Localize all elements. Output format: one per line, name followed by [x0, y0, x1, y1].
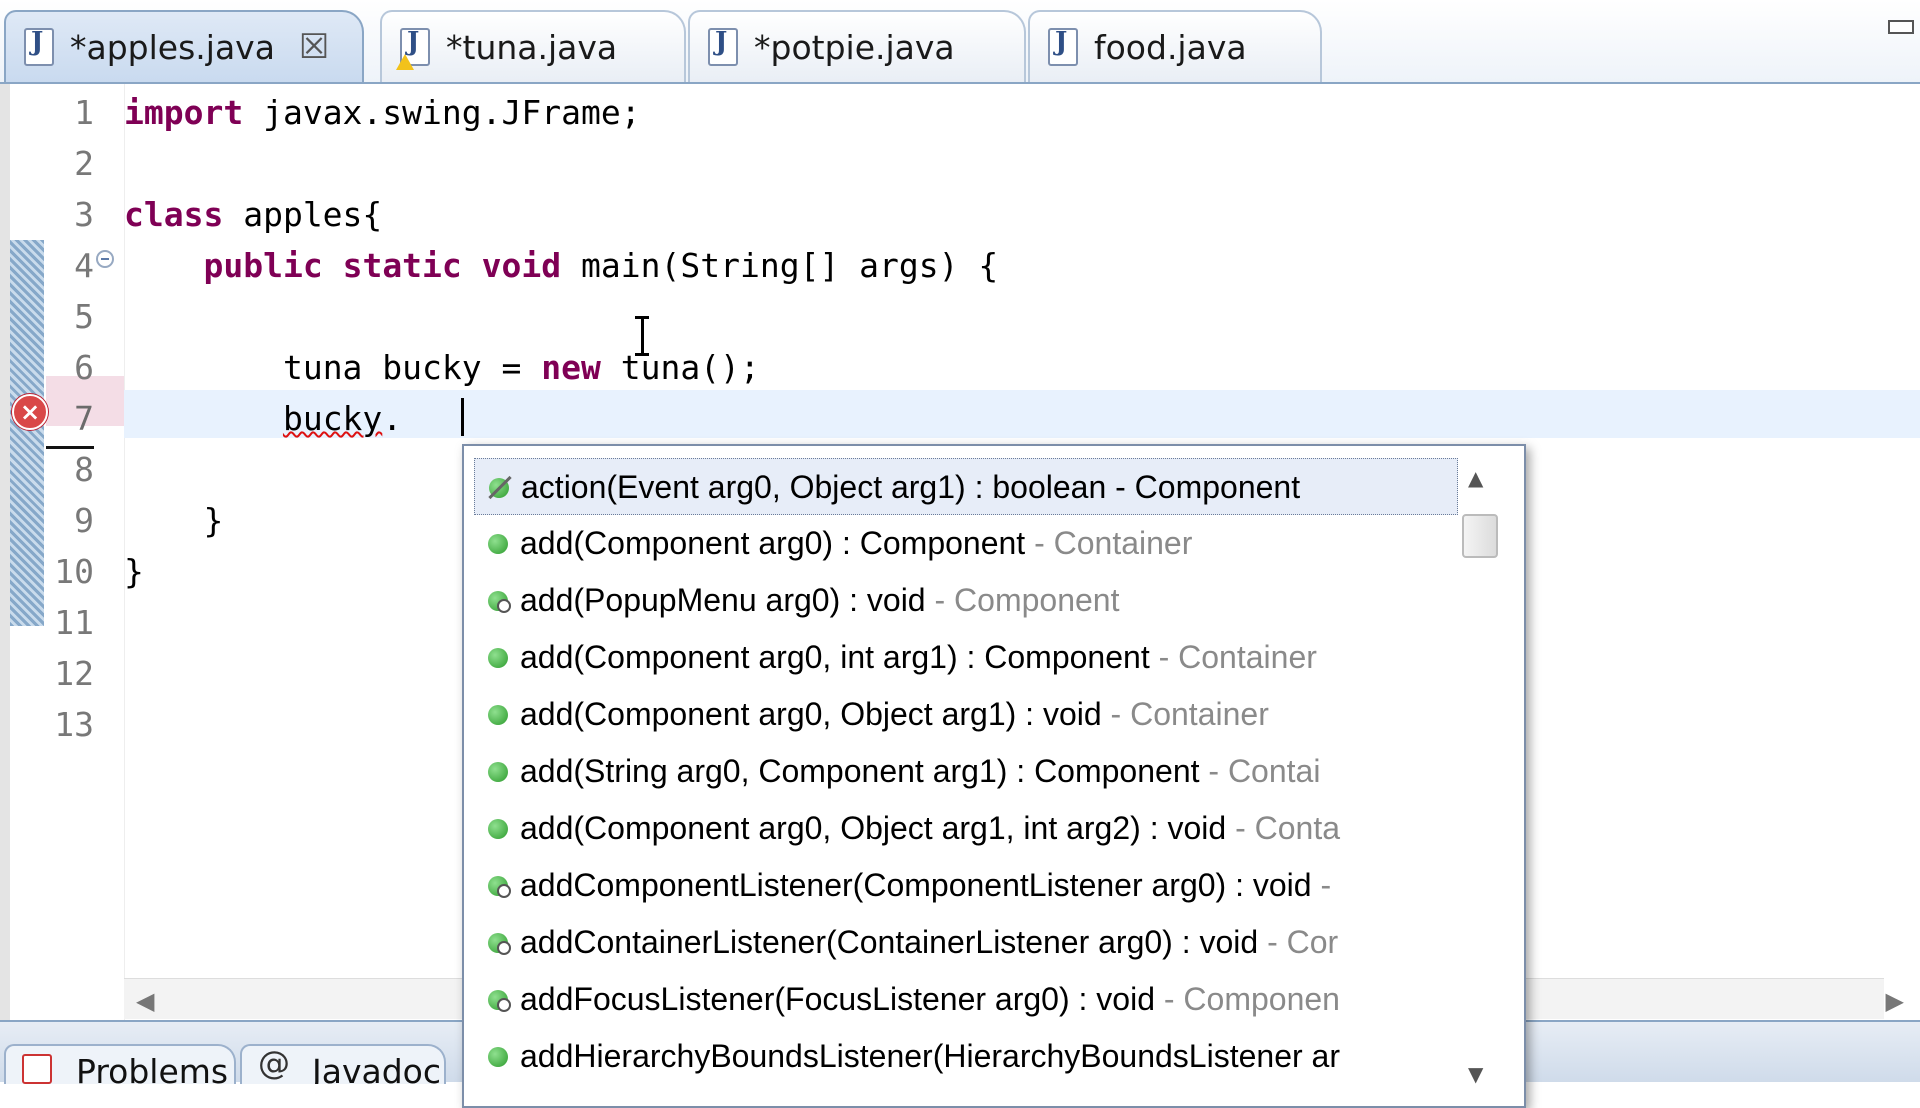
editor-tab-bar: *apples.java ☒ *tuna.java *potpie.java f…: [0, 0, 1920, 84]
proposal-item[interactable]: add(Component arg0, Object arg1) : void …: [474, 686, 1458, 743]
scroll-down-icon[interactable]: ▼: [1468, 1062, 1484, 1086]
java-file-icon: [24, 27, 54, 66]
proposal-item[interactable]: add(String arg0, Component arg1) : Compo…: [474, 743, 1458, 800]
text-caret: [461, 398, 464, 436]
warning-icon: [396, 54, 414, 70]
public-method-sync-icon: [488, 591, 511, 613]
code-line-3: class apples{: [124, 195, 383, 234]
public-method-sync-icon: [488, 876, 511, 898]
error-squiggle: bucky: [282, 399, 383, 438]
content-assist-popup[interactable]: action(Event arg0, Object arg1) : boolea…: [462, 444, 1526, 1108]
code-line-10: }: [124, 552, 144, 591]
proposal-item-selected[interactable]: action(Event arg0, Object arg1) : boolea…: [474, 458, 1458, 515]
tab-label: *tuna.java: [446, 27, 618, 67]
current-line-highlight: [124, 390, 1920, 438]
line-number: 6: [74, 348, 94, 387]
tab-label: Javadoc: [312, 1052, 441, 1084]
public-method-icon: [488, 1047, 508, 1067]
proposal-item[interactable]: add(PopupMenu arg0) : void - Component: [474, 572, 1458, 629]
quick-diff-change-bar: [10, 240, 44, 626]
public-method-icon: [488, 819, 508, 839]
public-method-sync-icon: [488, 990, 511, 1012]
public-method-deprecated-icon: [489, 478, 509, 498]
proposal-item[interactable]: addContainerListener(ContainerListener a…: [474, 914, 1458, 971]
line-number-gutter: 1 2 3 4: [46, 84, 125, 1020]
code-line-7: bucky.: [282, 399, 403, 438]
error-icon[interactable]: ×: [12, 394, 48, 430]
code-line-6: tuna bucky = new tuna();: [282, 348, 760, 387]
public-method-icon: [488, 648, 508, 668]
line-number: 13: [54, 705, 94, 744]
tab-label: *apples.java: [70, 27, 275, 67]
proposal-item[interactable]: addComponentListener(ComponentListener a…: [474, 857, 1458, 914]
ibeam-cursor-icon: [635, 316, 649, 356]
fold-collapse-icon[interactable]: [96, 250, 114, 268]
line-number: 9: [74, 501, 94, 540]
tab-problems[interactable]: Problems: [4, 1044, 236, 1084]
editor-left-border: [0, 84, 10, 1020]
line-number: 10: [54, 552, 94, 591]
line-number: 4: [74, 246, 94, 285]
code-line-1: import javax.swing.JFrame;: [124, 93, 641, 132]
javadoc-at-icon: @: [258, 1044, 290, 1082]
line-number: 12: [54, 654, 94, 693]
java-file-icon: [708, 27, 738, 66]
code-line-9: }: [124, 501, 224, 540]
line-number: 1: [74, 93, 94, 132]
scroll-right-icon[interactable]: ▶: [1885, 987, 1904, 1015]
scroll-left-icon[interactable]: ◀: [136, 987, 155, 1015]
proposal-list[interactable]: action(Event arg0, Object arg1) : boolea…: [474, 458, 1458, 1085]
scroll-thumb[interactable]: [1462, 514, 1498, 558]
public-method-icon: [488, 705, 508, 725]
proposal-item[interactable]: add(Component arg0) : Component - Contai…: [474, 515, 1458, 572]
tab-tuna-java[interactable]: *tuna.java: [380, 10, 686, 82]
proposal-item[interactable]: add(Component arg0, int arg1) : Componen…: [474, 629, 1458, 686]
tab-label: food.java: [1094, 27, 1247, 67]
java-file-icon: [1048, 27, 1078, 66]
line-number-current: 7: [74, 399, 94, 438]
line-number: 3: [74, 195, 94, 234]
proposal-item[interactable]: addHierarchyBoundsListener(HierarchyBoun…: [474, 1028, 1458, 1085]
tab-javadoc[interactable]: @ Javadoc: [240, 1044, 446, 1084]
current-line-underline: [46, 446, 94, 449]
public-method-icon: [488, 762, 508, 782]
changed-line-highlight: [46, 376, 124, 426]
line-number: 11: [54, 603, 94, 642]
public-method-icon: [488, 534, 508, 554]
tab-label: Problems: [76, 1052, 229, 1084]
code-line-4: public static void main(String[] args) {: [203, 246, 999, 285]
minimize-icon[interactable]: [1888, 20, 1914, 34]
line-number: 8: [74, 450, 94, 489]
proposal-item[interactable]: addFocusListener(FocusListener arg0) : v…: [474, 971, 1458, 1028]
proposal-scrollbar[interactable]: ▲ ▼: [1458, 458, 1504, 1098]
scroll-up-icon[interactable]: ▲: [1468, 466, 1484, 490]
close-tab-icon[interactable]: ☒: [298, 27, 330, 67]
proposal-item[interactable]: add(Component arg0, Object arg1, int arg…: [474, 800, 1458, 857]
tab-food-java[interactable]: food.java: [1028, 10, 1322, 82]
line-number: 5: [74, 297, 94, 336]
tab-label: *potpie.java: [754, 27, 955, 67]
tab-apples-java[interactable]: *apples.java ☒: [4, 10, 364, 82]
tab-potpie-java[interactable]: *potpie.java: [688, 10, 1026, 82]
line-number: 2: [74, 144, 94, 183]
java-file-warning-icon: [396, 27, 430, 70]
public-method-sync-icon: [488, 933, 511, 955]
